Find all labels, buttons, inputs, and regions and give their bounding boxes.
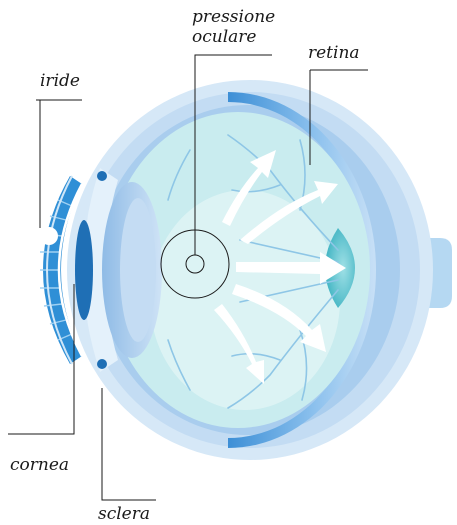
lens-core [120,198,156,342]
label-cornea: cornea [10,455,69,475]
iris-highlight [40,227,58,245]
label-pressure-line2: oculare [192,27,256,47]
label-iris: iride [40,71,80,91]
label-pressure-line1: pressione [192,7,275,27]
label-retina: retina [308,43,360,63]
label-sclera: sclera [98,504,150,524]
vitreous-highlight [150,190,340,410]
